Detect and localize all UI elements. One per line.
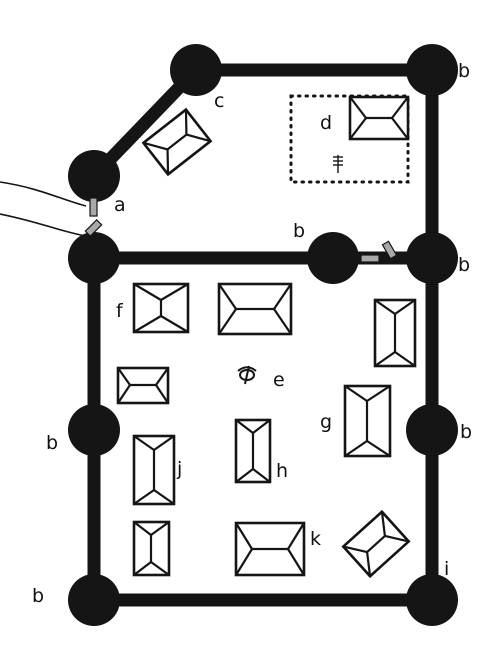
label-h: h	[276, 460, 289, 482]
approach-road-upper	[0, 181, 87, 207]
building-d	[348, 95, 410, 141]
label-e: e	[273, 369, 285, 391]
label-g: g	[320, 411, 333, 433]
building-upper-right	[373, 298, 417, 368]
tower-cross-wall	[307, 232, 359, 284]
gate-post-east	[381, 240, 398, 260]
building-h	[234, 418, 272, 484]
tower-northeast	[406, 44, 458, 96]
building-g	[343, 384, 392, 458]
tower-northwest	[170, 44, 222, 96]
building-lower-right	[341, 509, 411, 579]
building-small-left	[116, 366, 170, 405]
gate-post-cross-wall	[360, 254, 380, 263]
tower-west-upper	[68, 150, 120, 202]
tower-east-lower	[406, 404, 458, 456]
label-b-northeast: b	[458, 60, 471, 82]
tower-southeast	[406, 574, 458, 626]
label-b-cross-wall: b	[293, 220, 306, 242]
label-f: f	[116, 300, 123, 322]
label-a: a	[114, 194, 126, 216]
building-j	[132, 434, 176, 506]
label-b-west-middle: b	[46, 432, 59, 454]
approach-road-lower	[0, 213, 87, 237]
gate-post-west-upper	[89, 197, 98, 217]
tower-east-middle	[406, 232, 458, 284]
tower-gate-west	[68, 232, 120, 284]
tower-west-middle	[68, 404, 120, 456]
label-j: j	[177, 458, 183, 480]
label-k: k	[310, 528, 322, 550]
building-c	[141, 107, 213, 177]
building-k	[234, 521, 306, 577]
building-upper-center	[217, 282, 293, 336]
symbol-e	[237, 365, 257, 385]
label-b-southwest: b	[32, 585, 45, 607]
gate-post-west-lower	[84, 219, 103, 237]
label-b-east-middle: b	[458, 254, 471, 276]
label-d: d	[320, 112, 333, 134]
label-c: c	[214, 90, 225, 112]
tower-southwest	[68, 574, 120, 626]
label-i: i	[444, 558, 450, 580]
building-lower-left	[132, 520, 171, 577]
enclosure-mark	[333, 155, 343, 173]
label-b-east-lower: b	[460, 421, 473, 443]
building-f	[132, 282, 190, 334]
